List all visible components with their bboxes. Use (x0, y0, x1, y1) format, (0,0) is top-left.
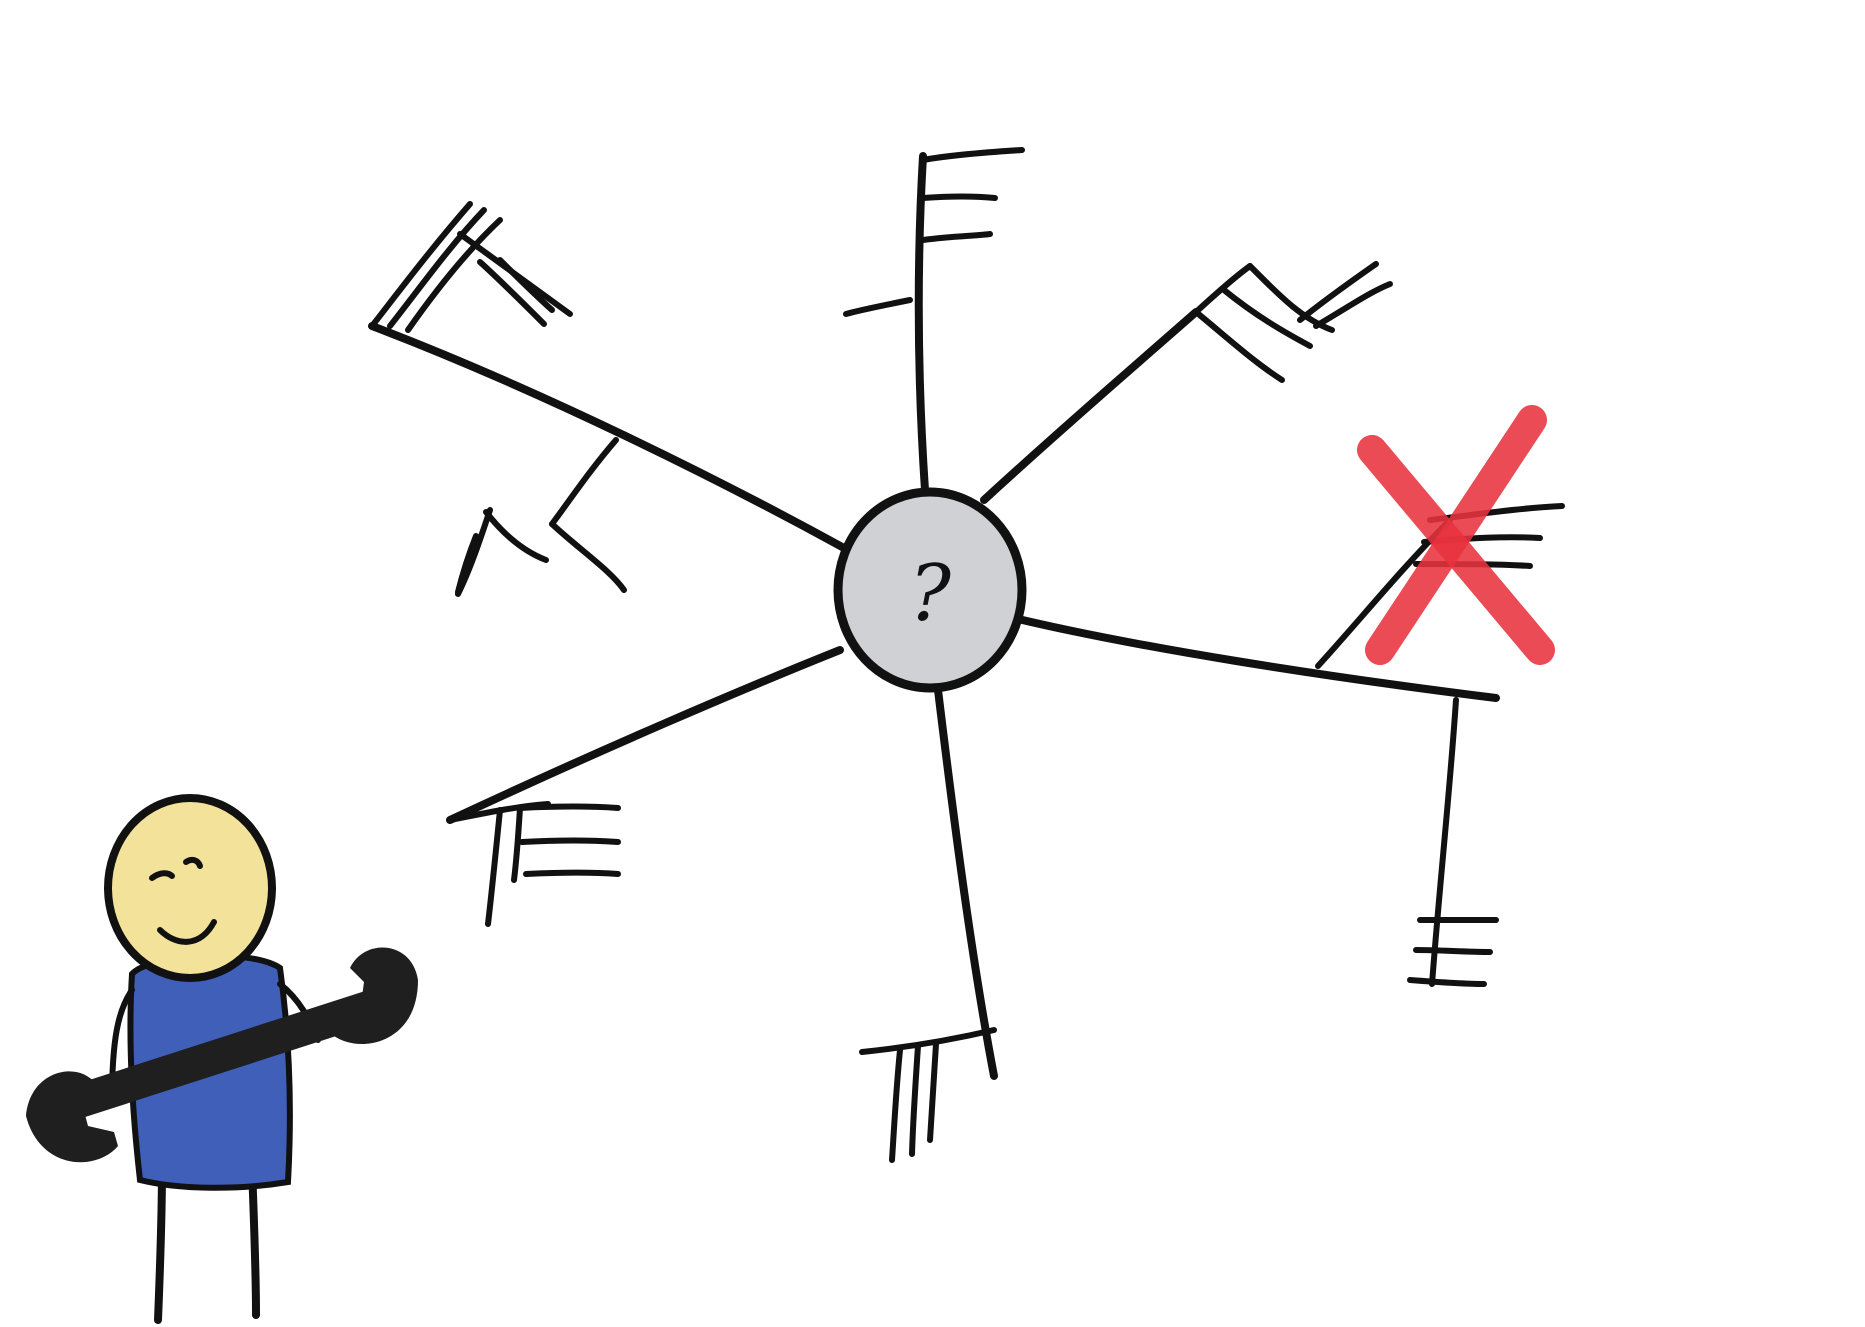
branch-top-twigs (846, 150, 1022, 314)
frame-left-edge (152, 28, 182, 778)
frame-right-edge (1848, 28, 1851, 1298)
branch-right-line (1014, 618, 1496, 698)
branch-bottom-twigs (862, 1030, 994, 1160)
branch-lower-left-twigs (450, 804, 618, 924)
branch-upper-right-twigs (1196, 264, 1390, 380)
central-hub: ? (838, 492, 1022, 688)
branch-bottom-line (938, 690, 994, 1076)
hub-question-mark: ? (909, 549, 952, 639)
branch-lower-left-line (450, 650, 840, 820)
branch-upper-left-twigs (372, 204, 624, 594)
branch-upper-right-line (984, 312, 1196, 500)
person-with-wrench-icon (26, 798, 418, 1320)
frame-top-edge (152, 24, 1848, 29)
green-frame (152, 24, 1851, 1299)
branch-upper-left-line (372, 326, 844, 548)
frame-bottom-edge (296, 1280, 1848, 1298)
branch-top-line (919, 156, 925, 490)
